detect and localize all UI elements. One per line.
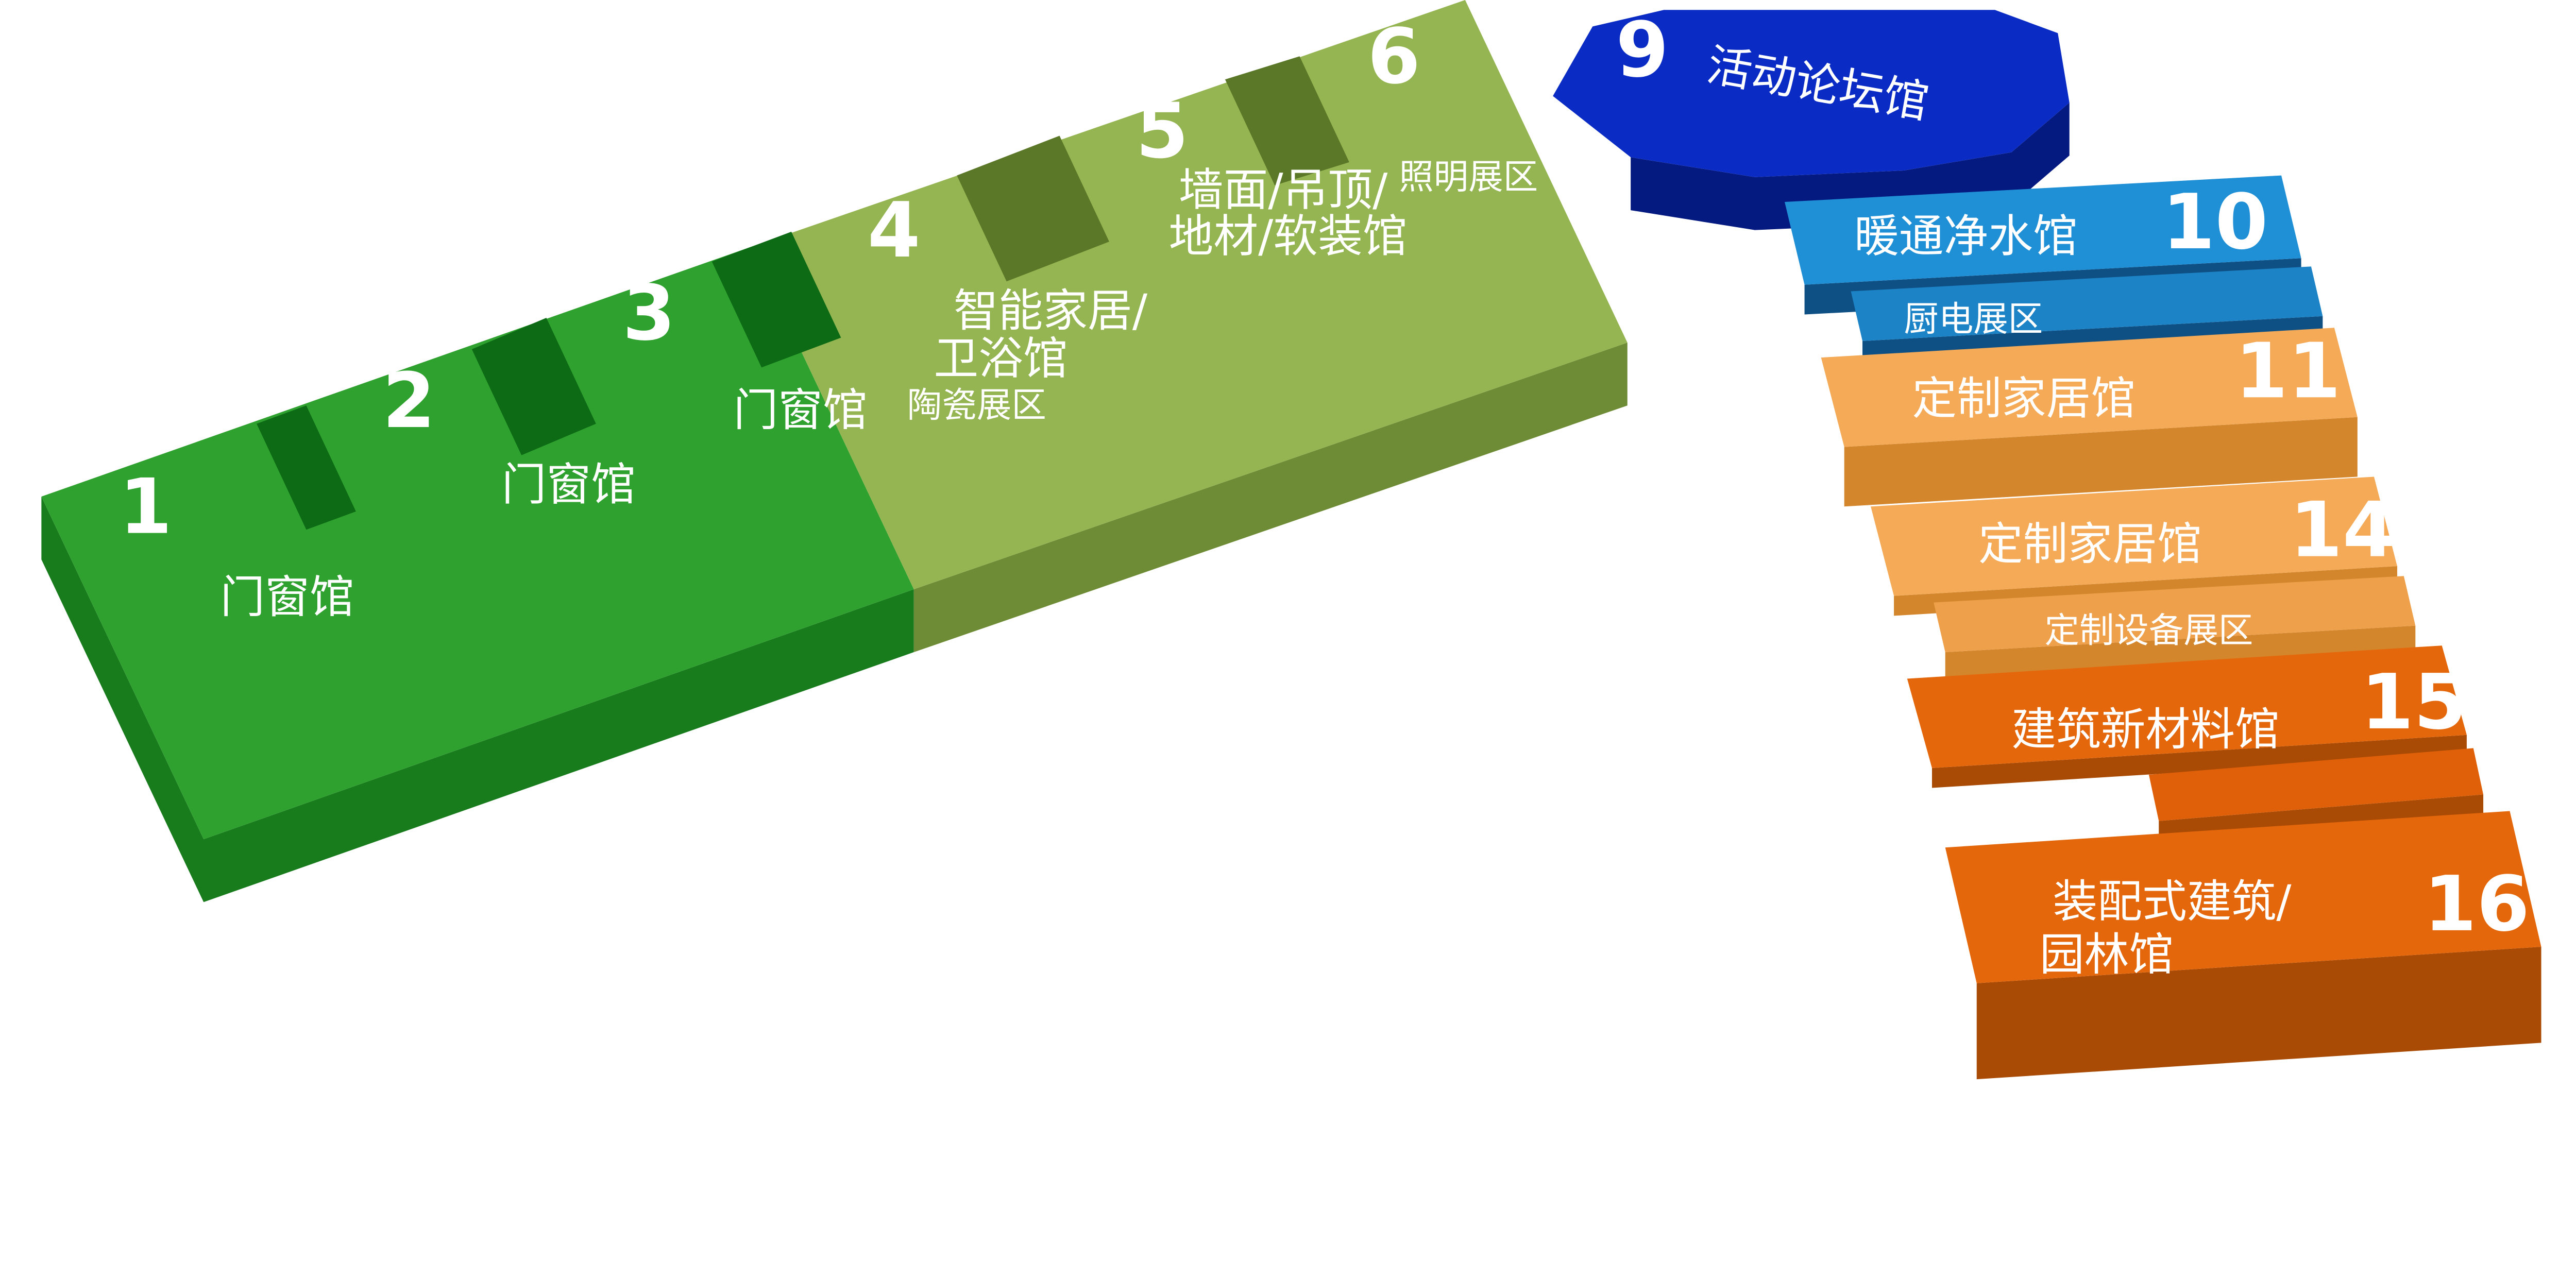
hall-4-region[interactable]: 4 智能家居/ 卫浴馆 陶瓷展区 — [868, 186, 1148, 425]
hall-14-top-face — [1871, 476, 2397, 596]
hall-14-number: 14 — [2290, 486, 2396, 574]
venue-map-container: 1 门窗馆 2 门窗馆 3 门窗馆 4 智能家居/ 卫浴馆 陶瓷展区 5 墙面/… — [41, 0, 2541, 1080]
hall-5-number: 5 — [1136, 87, 1189, 175]
hall-4-label-line2: 卫浴馆 — [934, 333, 1067, 385]
hall-15-top-face — [1907, 645, 2467, 768]
notch-hall3-hall4 — [711, 231, 841, 368]
notch-hall5-hall6 — [1225, 56, 1349, 185]
hall-2-region[interactable]: 2 门窗馆 — [382, 356, 636, 510]
hall-14-zone-label: 定制设备展区 — [2045, 610, 2253, 651]
hall-1-region[interactable]: 1 门窗馆 — [119, 463, 354, 623]
west-wing-green-front-face — [41, 497, 914, 902]
west-wing-olive-front-face — [913, 343, 1628, 653]
notch-hall2-hall3 — [471, 317, 596, 455]
hall-16-top-face — [1945, 811, 2541, 983]
hall-4-zone-label: 陶瓷展区 — [907, 385, 1046, 425]
hall-6-zone-label: 照明展区 — [1399, 156, 1538, 197]
hall-11-top-face — [1821, 328, 2358, 447]
hall-16-region[interactable]: 装配式建筑/ 园林馆 16 — [1945, 811, 2541, 1080]
hall-15-front-face — [1931, 735, 2467, 788]
hall-5-label-line2: 地材/软装馆 — [1169, 210, 1408, 262]
hall-10-step-top-face — [1851, 266, 2323, 341]
hall-5-region[interactable]: 5 墙面/吊顶/ 地材/软装馆 — [1136, 87, 1407, 262]
hall-4-label-line1: 智能家居/ — [954, 285, 1148, 337]
hall-15-label: 建筑新材料馆 — [2011, 704, 2280, 756]
hall-16-label-line1: 装配式建筑/ — [2053, 876, 2292, 928]
hall-4-number: 4 — [868, 186, 921, 275]
hall-15-step-top-face — [2148, 748, 2484, 821]
hall-10-number: 10 — [2162, 178, 2268, 266]
notch-hall4-hall5 — [957, 135, 1109, 282]
hall-16-label-line2: 园林馆 — [2040, 929, 2174, 981]
hall-6-number: 6 — [1367, 12, 1420, 101]
hall-2-label: 门窗馆 — [502, 458, 636, 510]
hall-1-label: 门窗馆 — [220, 571, 354, 623]
hall-14-step-top-face — [1934, 576, 2416, 653]
hall-15-region[interactable]: 建筑新材料馆 15 — [1907, 645, 2484, 861]
hall-10-region[interactable]: 暖通净水馆 10 厨电展区 — [1785, 175, 2323, 387]
hall-16-number: 16 — [2424, 860, 2530, 948]
hall-9-top-face — [1553, 10, 2070, 177]
west-wing — [41, 0, 1628, 902]
hall-14-label: 定制家居馆 — [1978, 518, 2202, 570]
west-wing-green-top-face — [41, 246, 914, 840]
hall-10-label: 暖通净水馆 — [1854, 210, 2078, 262]
hall-10-top-face — [1785, 175, 2301, 285]
hall-3-label: 门窗馆 — [734, 384, 868, 436]
hall-11-label: 定制家居馆 — [1912, 372, 2136, 424]
venue-map: 1 门窗馆 2 门窗馆 3 门窗馆 4 智能家居/ 卫浴馆 陶瓷展区 5 墙面/… — [41, 0, 2541, 1080]
hall-10-zone-label: 厨电展区 — [1904, 299, 2043, 339]
hall-6-region[interactable]: 6 照明展区 — [1367, 12, 1538, 197]
notch-hall1-hall2 — [257, 405, 356, 530]
hall-2-number: 2 — [382, 356, 435, 445]
hall-5-label-line1: 墙面/吊顶/ — [1179, 164, 1388, 216]
hall-15-number: 15 — [2361, 658, 2467, 746]
hall-11-region[interactable]: 定制家居馆 11 — [1821, 327, 2358, 507]
hall-3-number: 3 — [622, 269, 675, 357]
hall-11-number: 11 — [2235, 327, 2341, 415]
hall-3-region[interactable]: 3 门窗馆 — [622, 269, 868, 436]
hall-9-number: 9 — [1616, 6, 1669, 94]
hall-1-number: 1 — [119, 463, 172, 551]
hall-16-front-face — [1976, 947, 2541, 1080]
west-wing-olive-top-face — [751, 0, 1628, 589]
